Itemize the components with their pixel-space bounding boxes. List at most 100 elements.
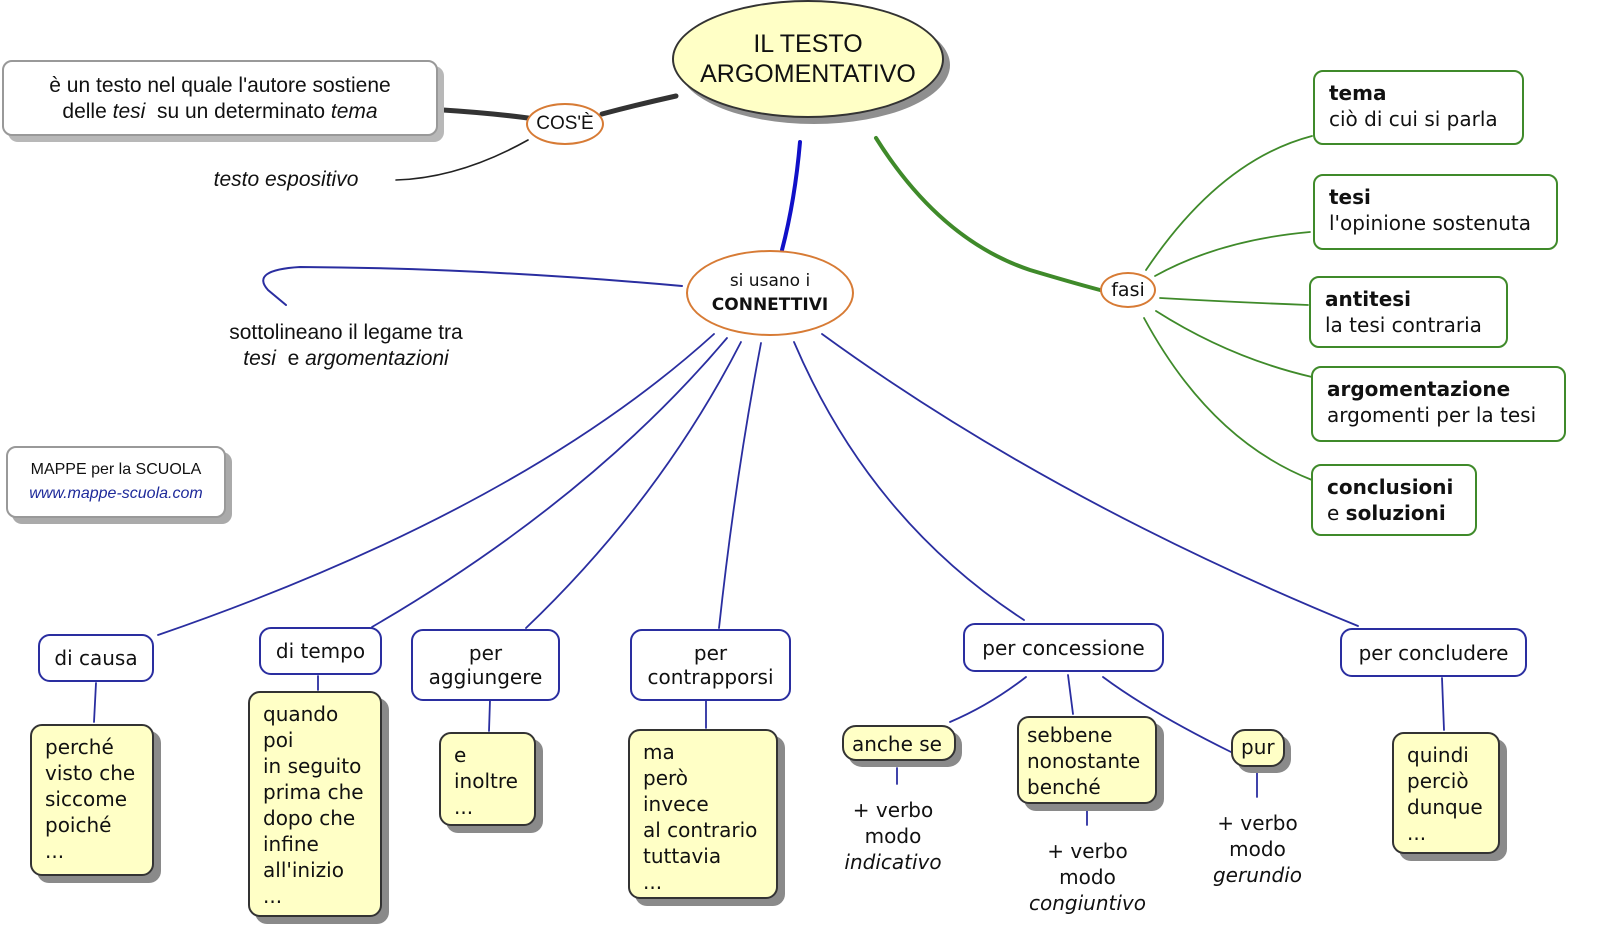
- fase-title: tema: [1329, 81, 1387, 105]
- definition-text: su un determinato: [145, 100, 331, 123]
- definition-tesi: tesi: [112, 100, 146, 123]
- examples-di-causa[interactable]: perché visto che siccome poiché ...: [30, 724, 154, 876]
- category-label-line2: aggiungere: [428, 665, 543, 689]
- category-per-contrapporsi[interactable]: per contrapporsi: [630, 629, 791, 701]
- example-item: poiché: [45, 813, 112, 837]
- brand-box[interactable]: MAPPE per la SCUOLA www.mappe-scuola.com: [6, 446, 226, 518]
- link-center-fasi: [874, 136, 1102, 292]
- fase-tesi[interactable]: tesi l'opinione sostenuta: [1313, 174, 1558, 250]
- example-item: al contrario: [643, 818, 758, 842]
- definition-box[interactable]: è un testo nel quale l'autore sostiene d…: [2, 60, 438, 136]
- fase-desc: e soluzioni: [1327, 500, 1475, 526]
- connettivi-note-line1: sottolineano il legame tra: [229, 321, 463, 344]
- category-di-tempo[interactable]: di tempo: [259, 627, 382, 675]
- definition-tema: tema: [330, 100, 378, 123]
- rule-line: + verbo: [852, 798, 934, 822]
- link-causa-examples: [93, 682, 97, 723]
- link-connettivi-concludere: [821, 333, 1359, 627]
- examples-per-contrapporsi[interactable]: ma però invece al contrario tuttavia ...: [628, 729, 778, 899]
- examples-per-aggiungere[interactable]: e inoltre ...: [439, 732, 536, 826]
- example-item: pur: [1241, 735, 1275, 759]
- examples-pur[interactable]: pur: [1231, 729, 1285, 767]
- example-item: dopo che: [263, 806, 356, 830]
- example-item: tuttavia: [643, 844, 722, 868]
- example-item: quindi: [1407, 743, 1469, 767]
- link-aggiungere-examples: [488, 699, 491, 732]
- link-connettivi-aggiungere: [525, 341, 742, 629]
- note-e: e: [275, 347, 306, 370]
- link-cose-espositivo: [395, 139, 529, 181]
- category-label-line2: contrapporsi: [647, 665, 774, 689]
- category-per-aggiungere[interactable]: per aggiungere: [411, 629, 560, 701]
- fase-desc-bold: soluzioni: [1345, 501, 1446, 525]
- example-item: all'inizio: [263, 858, 344, 882]
- example-item: sebbene: [1027, 723, 1113, 747]
- definition-text: delle: [62, 100, 113, 123]
- examples-per-concludere[interactable]: quindi perciò dunque ...: [1392, 732, 1500, 854]
- examples-di-tempo[interactable]: quando poi in seguito prima che dopo che…: [248, 691, 382, 917]
- rule-mode: indicativo: [844, 850, 942, 874]
- link-connettivi-causa: [157, 333, 715, 636]
- connettivi-node[interactable]: si usano i CONNETTIVI: [686, 250, 854, 336]
- connettivi-line1: si usano i: [729, 271, 811, 291]
- fase-desc: argomenti per la tesi: [1327, 403, 1537, 427]
- related-text-espositivo[interactable]: testo espositivo: [213, 168, 359, 191]
- category-per-concessione[interactable]: per concessione: [963, 623, 1164, 672]
- example-item: dunque: [1407, 795, 1483, 819]
- example-item: prima che: [263, 780, 364, 804]
- example-item: ...: [263, 884, 283, 908]
- definition-line2: delle tesi su un determinato tema: [4, 99, 436, 125]
- fase-antitesi[interactable]: antitesi la tesi contraria: [1309, 276, 1508, 348]
- category-label: di tempo: [275, 639, 366, 663]
- rule-line: modo: [864, 824, 922, 848]
- link-fasi-argomentazione: [1155, 310, 1313, 378]
- brand-url[interactable]: www.mappe-scuola.com: [29, 485, 203, 502]
- link-connettivi-note: [262, 265, 683, 306]
- examples-anche-se[interactable]: anche se: [842, 725, 956, 761]
- central-topic[interactable]: IL TESTO ARGOMENTATIVO: [672, 0, 944, 118]
- rule-mode: gerundio: [1212, 863, 1303, 887]
- link-concessione-anchese: [949, 676, 1027, 723]
- fase-title: conclusioni: [1327, 475, 1454, 499]
- connettivi-note[interactable]: sottolineano il legame tra tesi e argome…: [196, 320, 496, 372]
- category-label-line1: per: [468, 641, 503, 665]
- fase-tema[interactable]: tema ciò di cui si parla: [1313, 70, 1524, 145]
- example-item: in seguito: [263, 754, 362, 778]
- example-item: però: [643, 766, 689, 790]
- link-fasi-antitesi: [1159, 297, 1309, 306]
- category-di-causa[interactable]: di causa: [38, 634, 154, 682]
- link-fasi-tema: [1145, 135, 1313, 271]
- example-item: inoltre: [454, 769, 518, 793]
- connettivi-note-line2: tesi e argomentazioni: [196, 346, 496, 372]
- definition-line1: è un testo nel quale l'autore sostiene: [49, 74, 391, 97]
- connettivi-line2: CONNETTIVI: [711, 295, 829, 315]
- example-item: perché: [45, 735, 114, 759]
- fase-desc: l'opinione sostenuta: [1329, 211, 1532, 235]
- rule-line: + verbo: [1217, 811, 1298, 835]
- rule-congiuntivo: + verbo modo congiuntivo: [1020, 838, 1155, 916]
- link-connettivi-contrapporsi: [718, 342, 762, 629]
- category-per-concludere[interactable]: per concludere: [1340, 628, 1527, 677]
- category-label-line1: per: [693, 641, 728, 665]
- fasi-label: fasi: [1111, 279, 1145, 301]
- example-item: e: [454, 743, 467, 767]
- examples-sebbene[interactable]: sebbene nonostante benché: [1017, 716, 1157, 804]
- link-cose-definition: [440, 107, 531, 121]
- example-item: visto che: [45, 761, 136, 785]
- fase-desc: ciò di cui si parla: [1329, 107, 1498, 131]
- fase-argomentazione[interactable]: argomentazione argomenti per la tesi: [1311, 366, 1566, 442]
- link-fasi-conclusioni: [1143, 317, 1313, 481]
- example-item: ...: [454, 795, 474, 819]
- fasi-node[interactable]: fasi: [1100, 272, 1156, 308]
- rule-line: modo: [1059, 865, 1116, 889]
- note-argomentazioni: argomentazioni: [305, 347, 449, 370]
- fase-conclusioni[interactable]: conclusioni e soluzioni: [1311, 464, 1477, 536]
- link-fasi-tesi: [1154, 231, 1311, 277]
- central-topic-line1: IL TESTO: [753, 30, 863, 58]
- example-item: anche se: [852, 732, 942, 756]
- cose-node[interactable]: COS'È: [526, 103, 604, 145]
- category-label: di causa: [54, 646, 138, 670]
- example-item: poi: [263, 728, 294, 752]
- category-label: per concludere: [1358, 640, 1509, 665]
